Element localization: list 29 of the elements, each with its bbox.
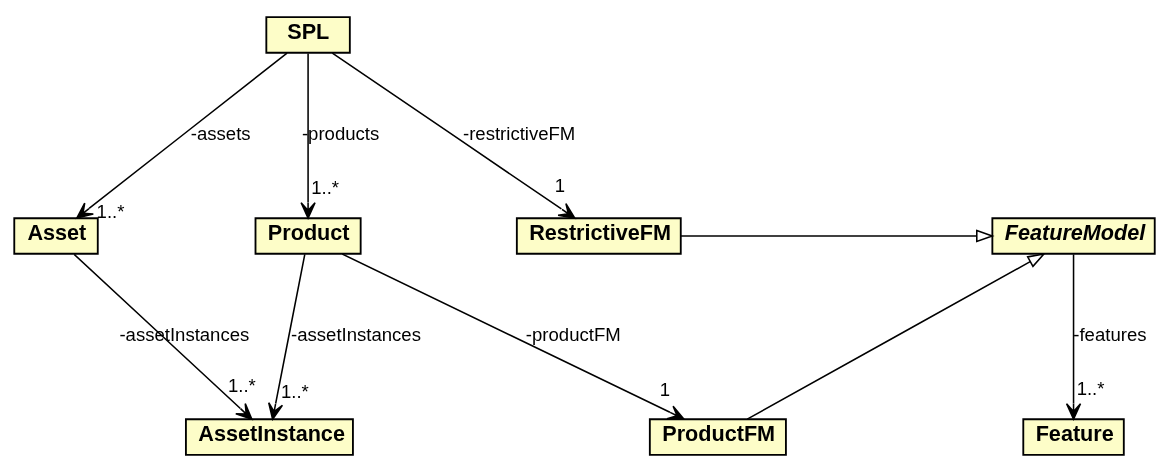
node-box: Product <box>254 217 362 255</box>
edge-label: -features <box>1073 324 1147 346</box>
label: 1 <box>659 378 671 400</box>
node-box: ProductFM <box>648 418 787 456</box>
label: 1..* <box>281 381 309 403</box>
arrow <box>267 253 306 420</box>
edge-label: -assets <box>190 123 251 145</box>
arrow <box>341 253 685 420</box>
edge-label: -restrictiveFM <box>463 123 576 145</box>
label: 1 <box>554 175 566 197</box>
node-box: SPL <box>265 16 351 54</box>
arrow <box>331 52 576 219</box>
node-box: AssetInstance <box>185 418 354 456</box>
edge-label: -assetInstances <box>291 324 421 346</box>
arrow <box>300 52 316 219</box>
node-box: Feature <box>1022 418 1125 456</box>
arrow <box>73 253 253 420</box>
edge-label: -productFM <box>525 324 621 346</box>
label: 1..* <box>227 374 256 396</box>
label: 1..* <box>96 201 125 223</box>
label: 1..* <box>311 176 340 198</box>
arrow <box>76 52 288 219</box>
node-box: FeatureModel <box>991 217 1156 255</box>
arrow <box>680 229 995 243</box>
node-box: RestrictiveFM <box>515 217 682 255</box>
arrow <box>1065 253 1082 420</box>
arrow <box>746 252 1046 420</box>
node-box: Asset <box>13 217 99 255</box>
label: 1..* <box>1076 377 1105 399</box>
